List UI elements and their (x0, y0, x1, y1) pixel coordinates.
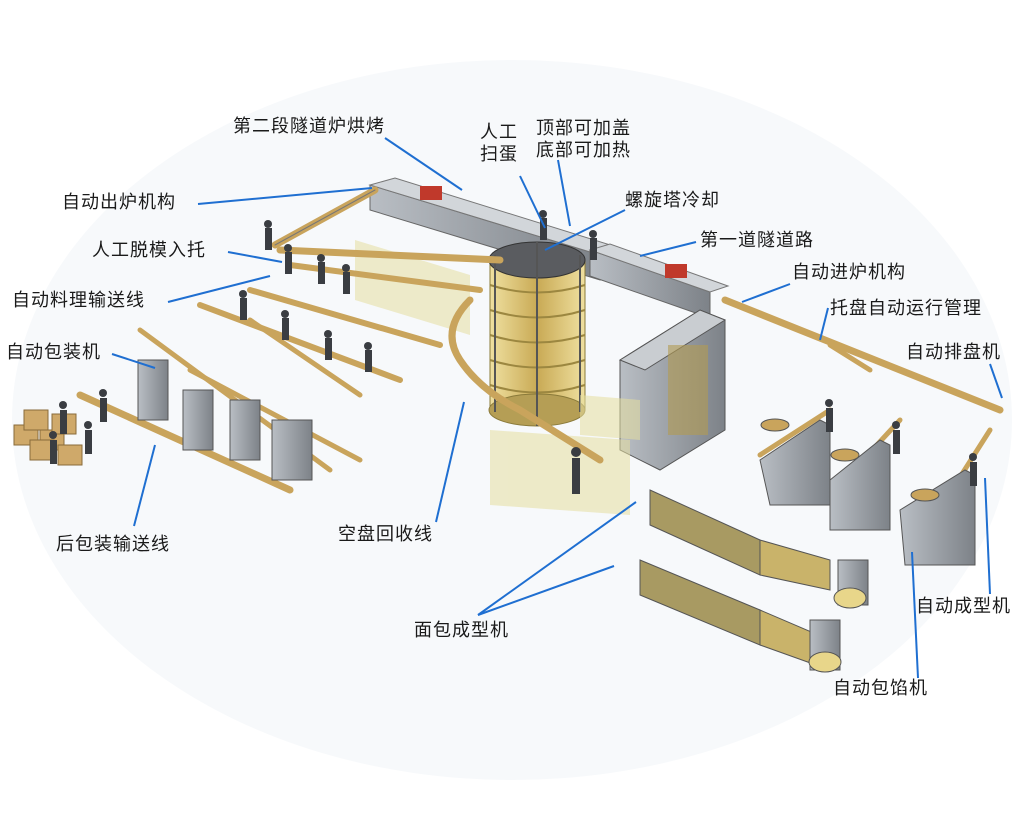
leader-lines (111, 137, 1003, 679)
packing-machines (137, 359, 313, 481)
label-tunnel-stage1: 第一道隧道路 (700, 230, 814, 251)
label-auto-packing: 自动包装机 (6, 342, 101, 363)
label-auto-forming: 自动成型机 (916, 596, 1011, 617)
enclosures (355, 240, 640, 515)
conveyors (76, 186, 1004, 543)
oven-block (618, 309, 727, 471)
box-stack (13, 409, 83, 466)
label-auto-outfeed: 自动出炉机构 (62, 192, 176, 213)
label-auto-infeed: 自动进炉机构 (792, 262, 906, 283)
label-tray-management: 托盘自动运行管理 (830, 298, 982, 319)
label-manual-demold: 人工脱模入托 (92, 240, 206, 261)
bread-forming-machines (639, 489, 869, 673)
label-bread-forming: 面包成型机 (414, 620, 509, 641)
label-auto-encrusting: 自动包馅机 (833, 678, 928, 699)
label-spiral-cooling: 螺旋塔冷却 (625, 190, 720, 211)
label-empty-tray-return: 空盘回收线 (338, 524, 433, 545)
label-post-pack-conveyor: 后包装输送线 (56, 534, 170, 555)
label-auto-tray-arrange: 自动排盘机 (906, 342, 1001, 363)
label-top-bottom-heat: 顶部可加盖 底部可加热 (536, 118, 631, 161)
spiral-cooling-tower (488, 241, 586, 427)
label-tunnel-oven-stage2: 第二段隧道炉烘烤 (233, 116, 385, 137)
label-auto-conveyor-prep: 自动料理输送线 (12, 290, 145, 311)
label-manual-egg: 人工 扫蛋 (480, 122, 518, 165)
auto-forming-machines (759, 418, 976, 566)
workers (49, 210, 977, 494)
tunnel-oven-stage1 (588, 243, 730, 319)
